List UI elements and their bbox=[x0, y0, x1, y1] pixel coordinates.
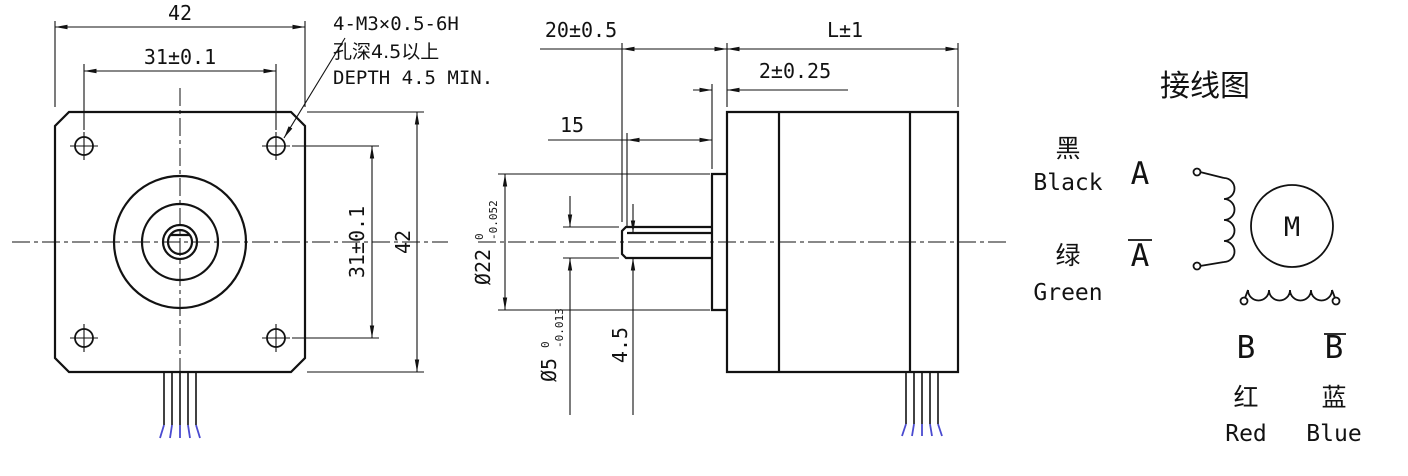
front-pilot-boss-circle bbox=[112, 174, 248, 310]
dim-shaft-diameter-text: Ø5 bbox=[537, 358, 561, 382]
side-lead-wires bbox=[901, 373, 943, 437]
dim-pilot-diameter-tol-lower: -0.052 bbox=[487, 200, 500, 240]
dim-pilot-diameter: Ø22 0 -0.052 bbox=[471, 173, 710, 311]
phase-a-bar-label: A bbox=[1131, 238, 1150, 274]
terminal-a-bar-dot bbox=[1192, 261, 1202, 271]
front-wire-tip bbox=[187, 424, 191, 439]
mount-hole-note-line3: DEPTH 4.5 MIN. bbox=[333, 67, 493, 89]
front-view: 42 31±0.1 31±0.1 42 4-M3×0.5-6H 孔深4.5以上 … bbox=[12, 1, 493, 439]
wire-green-label-cn: 绿 bbox=[1055, 241, 1080, 270]
dim-shaft-diameter-tol-upper: 0 bbox=[539, 341, 552, 348]
dim-mount-spacing-horizontal: 31±0.1 bbox=[83, 45, 277, 130]
dim-flat-length-text: 15 bbox=[560, 113, 584, 137]
front-wire-tip bbox=[169, 424, 173, 439]
side-wire-tip bbox=[937, 423, 943, 437]
dim-body-length-text: L±1 bbox=[827, 18, 863, 42]
dim-overall-height-text: 42 bbox=[391, 230, 415, 254]
side-shaft-outline bbox=[620, 225, 712, 260]
terminal-a-dot bbox=[1192, 167, 1202, 177]
front-inner-circle bbox=[140, 202, 220, 282]
wire-red-label-cn: 红 bbox=[1233, 383, 1258, 412]
dim-shaft-flat-height: 4.5 bbox=[608, 204, 636, 415]
side-view: 20±0.5 L±1 2±0.25 15 Ø22 0 -0. bbox=[471, 18, 1008, 437]
dim-mount-spacing-horizontal-text: 31±0.1 bbox=[144, 45, 216, 69]
dim-body-length: L±1 bbox=[727, 18, 959, 107]
mount-hole-bottom-right bbox=[262, 324, 290, 352]
mount-hole-note-line2: 孔深4.5以上 bbox=[333, 41, 439, 63]
dim-shaft-extension-text: 20±0.5 bbox=[545, 18, 617, 42]
side-wire-tip bbox=[929, 423, 933, 437]
dim-mount-spacing-vertical: 31±0.1 bbox=[292, 145, 379, 339]
terminal-b-bar-lead bbox=[1331, 289, 1336, 299]
terminal-a-bar-lead bbox=[1199, 261, 1225, 267]
dim-shaft-extension: 20±0.5 bbox=[540, 18, 728, 222]
wire-blue-label-cn: 蓝 bbox=[1321, 383, 1346, 412]
dim-overall-height: 42 bbox=[307, 111, 424, 373]
dim-pilot-height-text: 2±0.25 bbox=[759, 59, 831, 83]
front-bearing-circle bbox=[161, 223, 199, 261]
dim-shaft-diameter-tol-lower: -0.013 bbox=[553, 308, 566, 348]
mount-hole-bottom-left bbox=[70, 324, 98, 352]
side-wire-tip bbox=[911, 423, 915, 437]
side-pilot-boss-outline bbox=[710, 172, 727, 312]
terminal-b-bar-dot bbox=[1331, 296, 1341, 306]
terminal-b-dot bbox=[1239, 296, 1249, 306]
mount-hole-top-right bbox=[262, 132, 290, 160]
phase-b-label: B bbox=[1237, 330, 1256, 366]
dim-mount-spacing-vertical-text: 31±0.1 bbox=[345, 206, 369, 278]
mount-hole-top-left bbox=[70, 132, 98, 160]
dim-pilot-diameter-tol-upper: 0 bbox=[473, 233, 486, 240]
front-shaft-circle bbox=[166, 228, 194, 256]
front-wire-tip bbox=[159, 424, 165, 439]
phase-a-label: A bbox=[1131, 156, 1150, 192]
wire-green-label-en: Green bbox=[1033, 280, 1102, 306]
dim-flat-length: 15 bbox=[548, 113, 712, 228]
terminal-b-lead bbox=[1244, 289, 1249, 299]
dim-overall-width: 42 bbox=[54, 1, 306, 107]
phase-a-coil-symbol bbox=[1223, 177, 1236, 263]
terminal-a-lead bbox=[1199, 171, 1225, 179]
mount-hole-note-line1: 4-M3×0.5-6H bbox=[333, 13, 459, 35]
motor-label: M bbox=[1284, 212, 1300, 243]
wiring-diagram-title: 接线图 bbox=[1160, 69, 1250, 104]
side-body-outline bbox=[725, 110, 960, 374]
dim-pilot-height: 2±0.25 bbox=[693, 59, 848, 169]
wiring-diagram: 接线图 黑 Black A 绿 Green A M B B 红 Red 蓝 Bl… bbox=[1033, 69, 1361, 447]
dim-shaft-diameter: Ø5 0 -0.013 bbox=[537, 196, 619, 415]
front-lead-wires bbox=[159, 373, 201, 439]
phase-b-bar-label: B bbox=[1325, 330, 1344, 366]
side-wire-tip bbox=[901, 423, 907, 437]
wire-red-label-en: Red bbox=[1225, 421, 1267, 447]
wire-blue-label-en: Blue bbox=[1306, 421, 1361, 447]
dim-overall-width-text: 42 bbox=[168, 1, 192, 25]
phase-b-coil-symbol bbox=[1247, 289, 1333, 302]
wire-black-label-en: Black bbox=[1033, 170, 1102, 196]
mount-hole-note: 4-M3×0.5-6H 孔深4.5以上 DEPTH 4.5 MIN. bbox=[283, 13, 493, 139]
front-wire-tip bbox=[195, 424, 201, 439]
dim-shaft-flat-text: 4.5 bbox=[608, 327, 632, 363]
front-faceplate-outline bbox=[53, 110, 307, 374]
mount-hole-note-leader bbox=[283, 37, 346, 139]
motor-circle bbox=[1250, 184, 1334, 268]
wire-black-label-cn: 黑 bbox=[1055, 134, 1080, 163]
dim-pilot-diameter-text: Ø22 bbox=[471, 249, 495, 285]
